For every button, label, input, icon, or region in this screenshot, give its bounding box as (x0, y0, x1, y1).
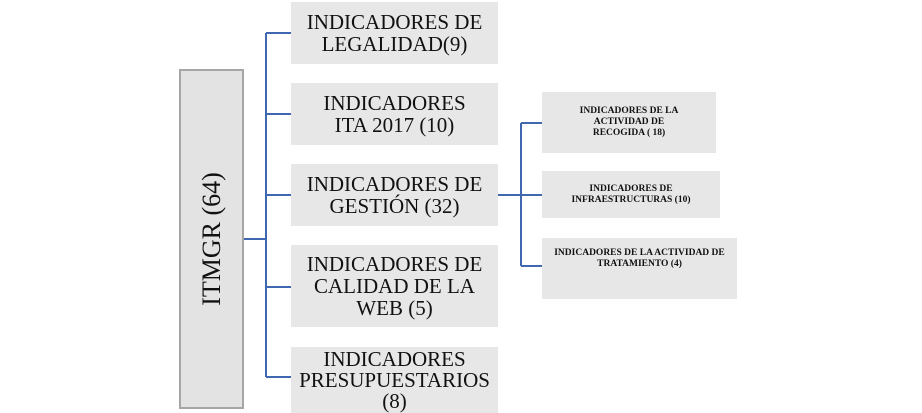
node-infraestructuras: INDICADORES DE INFRAESTRUCTURAS (10) (542, 171, 720, 218)
root-label: ITMGR (64) (196, 172, 226, 306)
node-recogida: INDICADORES DE LA ACTIVIDAD DE RECOGIDA … (542, 92, 716, 153)
node-calidad-web: INDICADORES DE CALIDAD DE LA WEB (5) (291, 245, 498, 327)
node-label: INDICADORES DE LA ACTIVIDAD DE RECOGIDA … (579, 106, 679, 138)
root-node: ITMGR (64) (179, 69, 244, 409)
node-label: INDICADORES DE INFRAESTRUCTURAS (10) (571, 183, 691, 205)
node-label: INDICADORES PRESUPUESTARIOS (8) (299, 346, 490, 413)
node-label: INDICADORES ITA 2017 (10) (323, 91, 466, 137)
node-ita: INDICADORES ITA 2017 (10) (291, 83, 498, 145)
node-label: INDICADORES DE CALIDAD DE LA WEB (5) (306, 252, 483, 320)
node-gestion: INDICADORES DE GESTIÓN (32) (291, 164, 498, 226)
node-legalidad: INDICADORES DE LEGALIDAD(9) (291, 2, 498, 64)
node-label: INDICADORES DE GESTIÓN (32) (306, 172, 483, 218)
node-presupuestarios: INDICADORES PRESUPUESTARIOS (8) (291, 347, 498, 413)
node-tratamiento: INDICADORES DE LA ACTIVIDAD DE TRATAMIEN… (542, 238, 737, 299)
node-label: INDICADORES DE LA ACTIVIDAD DE TRATAMIEN… (554, 247, 725, 269)
node-label: INDICADORES DE LEGALIDAD(9) (306, 10, 483, 56)
